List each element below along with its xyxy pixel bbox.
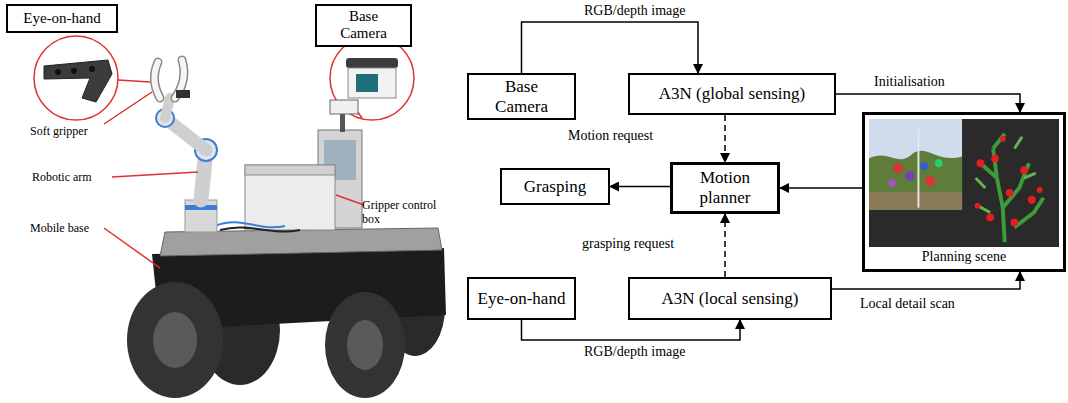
camera-title-box: Eye-on-hand xyxy=(6,4,118,33)
node-text: Base Camera xyxy=(477,77,566,116)
node-text: Base Camera xyxy=(325,8,402,43)
node-text: Eye-on-hand xyxy=(478,289,566,309)
part-label: Mobile base xyxy=(30,221,89,235)
process-box: A3N (local sensing) xyxy=(628,277,832,320)
edge-label: RGB/depth image xyxy=(582,3,688,18)
part-label: Soft gripper xyxy=(30,124,88,138)
planner-box: Motion planner xyxy=(670,162,780,214)
process-box: A3N (global sensing) xyxy=(628,73,836,115)
connector xyxy=(522,320,741,340)
action-box: Grasping xyxy=(500,168,610,205)
node-text: A3N (global sensing) xyxy=(659,84,805,104)
connector xyxy=(780,187,862,189)
sensor-box: Eye-on-hand xyxy=(467,277,576,320)
planning-scene-panel: Planning scene xyxy=(862,112,1066,272)
connector xyxy=(836,94,1020,112)
edge-label: RGB/depth image xyxy=(582,344,688,359)
node-text: Planning scene xyxy=(922,249,1006,265)
connector xyxy=(522,22,699,73)
node-text: Grasping xyxy=(524,177,586,197)
connector xyxy=(832,272,1020,289)
node-text: Eye-on-hand xyxy=(23,10,100,27)
edge-label: Local detail scan xyxy=(858,296,957,311)
node-text: Motion planner xyxy=(683,168,767,207)
edge-label: Motion request xyxy=(566,128,655,143)
camera-title-box: Base Camera xyxy=(315,4,412,47)
connector xyxy=(610,186,670,188)
connector xyxy=(724,115,726,162)
planning-scene-image xyxy=(869,119,1059,247)
node-text: A3N (local sensing) xyxy=(662,289,799,309)
edge-label: grasping request xyxy=(580,236,676,251)
sensor-box: Base Camera xyxy=(467,73,576,120)
edge-label: Initialisation xyxy=(872,74,947,89)
part-label: Robotic arm xyxy=(32,170,92,184)
part-label: Gripper control box xyxy=(362,198,442,227)
connector xyxy=(724,214,726,277)
